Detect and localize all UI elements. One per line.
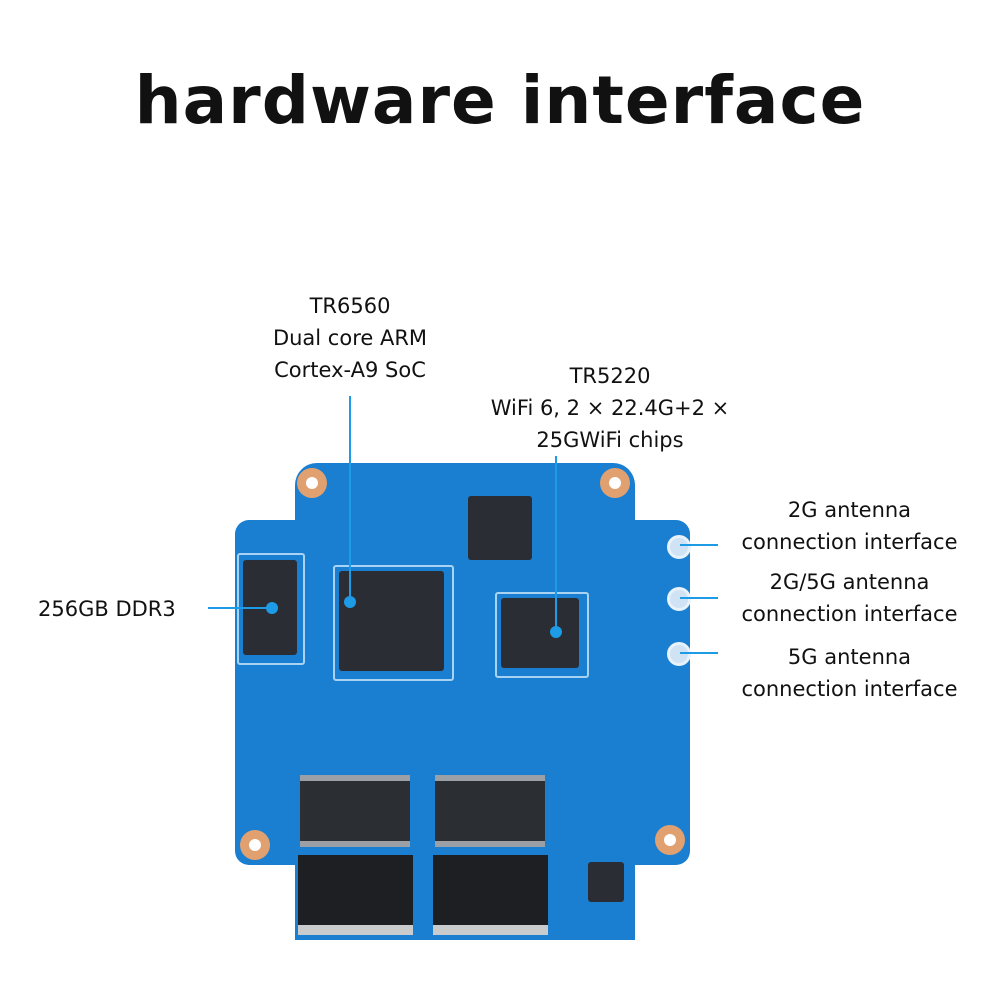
ddr-label: 256GB DDR3: [38, 597, 176, 621]
ddr-leader-line: [208, 607, 272, 609]
ant2g-desc: connection interface: [741, 530, 958, 554]
wifi-model: TR5220: [569, 364, 651, 388]
soc-desc-2: Cortex-A9 SoC: [274, 358, 426, 382]
ant25g-label: 2G/5G antenna connection interface: [722, 566, 977, 630]
ant2g-title: 2G antenna: [787, 498, 912, 522]
soc-leader-line: [349, 396, 351, 602]
wifi-desc-1: WiFi 6, 2 × 22.4G+2 ×: [490, 396, 730, 420]
wifi-leader-line: [555, 456, 557, 632]
wifi-desc-2: 25GWiFi chips: [536, 428, 684, 452]
ant25g-desc: connection interface: [741, 602, 958, 626]
soc-label: TR6560 Dual core ARM Cortex-A9 SoC: [240, 290, 460, 386]
ddr-leader-dot: [266, 602, 278, 614]
soc-model: TR6560: [309, 294, 391, 318]
wifi-leader-dot: [550, 626, 562, 638]
ant5g-desc: connection interface: [741, 677, 958, 701]
ant5g-leader-line: [680, 652, 718, 654]
soc-chip: [339, 571, 444, 671]
ant2g-leader-line: [680, 544, 718, 546]
ant2g-label: 2G antenna connection interface: [722, 494, 977, 558]
ant5g-title: 5G antenna: [787, 645, 912, 669]
ant25g-title: 2G/5G antenna: [769, 570, 930, 594]
ant5g-label: 5G antenna connection interface: [722, 641, 977, 705]
soc-leader-dot: [344, 596, 356, 608]
page-title: hardware interface: [134, 62, 866, 139]
soc-desc-1: Dual core ARM: [272, 326, 428, 350]
wifi-label: TR5220 WiFi 6, 2 × 22.4G+2 × 25GWiFi chi…: [450, 360, 770, 456]
wifi-chip: [501, 598, 579, 668]
ant25g-leader-line: [680, 597, 718, 599]
